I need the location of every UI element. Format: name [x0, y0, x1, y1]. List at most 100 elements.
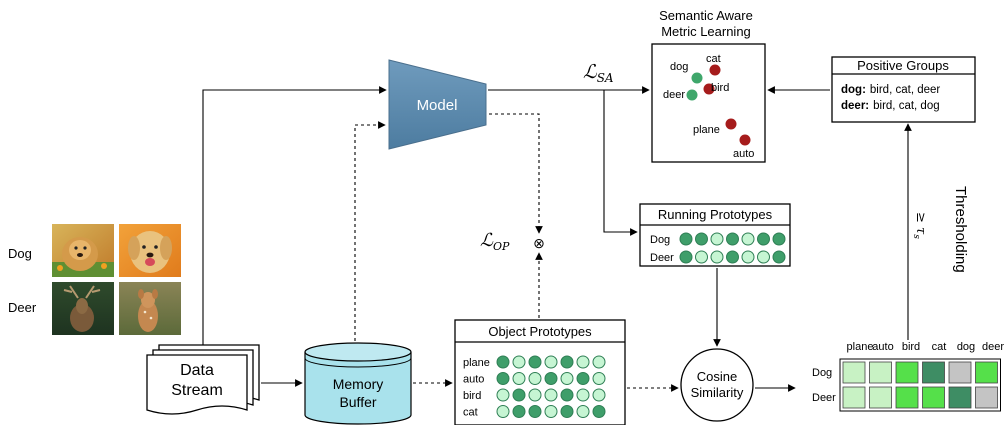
- sa-point-label-deer: deer: [663, 89, 685, 101]
- object-proto-cell-bird-2: [528, 388, 542, 402]
- dashed-connectors: [354, 113, 679, 392]
- matrix-cell-Dog-4: [948, 361, 972, 384]
- running-proto-cell-Dog-3: [726, 232, 739, 246]
- deer-image-1: [52, 282, 114, 335]
- dog-image-2: [119, 224, 181, 277]
- object-proto-cell-bird-5: [576, 388, 590, 402]
- object-proto-cell-cat-6: [592, 405, 606, 418]
- sa-title-line1: Semantic Aware: [659, 8, 753, 23]
- positive-group-row-dog: dog:bird, cat, deer: [841, 84, 940, 96]
- deer-image-2: [119, 282, 181, 335]
- object-proto-cell-plane-6: [592, 355, 606, 369]
- cosine-line2: Similarity: [691, 385, 744, 400]
- sa-point-label-cat: cat: [706, 53, 721, 65]
- running-proto-cell-Deer-5: [757, 250, 770, 264]
- loss-sa-subscript: SA: [597, 71, 614, 85]
- object-proto-cell-cat-4: [560, 405, 574, 418]
- loss-op: ℒOP: [480, 230, 510, 253]
- data-stream-line2: Stream: [171, 382, 223, 399]
- positive-group-key-deer: deer:: [841, 100, 869, 112]
- model-label: Model: [417, 97, 458, 114]
- matrix-cell-Dog-3: [922, 361, 945, 384]
- object-proto-cell-cat-2: [528, 405, 542, 418]
- matrix-cell-Deer-2: [895, 386, 919, 409]
- matrix-cell-Deer-0: [842, 386, 866, 409]
- running-proto-cell-Deer-3: [726, 250, 739, 264]
- matrix-col-deer: deer: [982, 341, 1004, 353]
- threshold-symbol-main: ≥ τ: [913, 212, 928, 235]
- matrix-cell-Deer-5: [975, 386, 998, 409]
- running-proto-cell-Dog-6: [772, 232, 786, 246]
- object-proto-label-plane: plane: [463, 357, 490, 369]
- running-prototypes-title: Running Prototypes: [658, 207, 773, 222]
- running-proto-cell-Deer-2: [710, 250, 724, 264]
- object-proto-label-cat: cat: [463, 407, 478, 419]
- matrix-row-Dog: Dog: [812, 367, 832, 379]
- object-proto-cell-bird-0: [496, 388, 510, 402]
- object-proto-cell-plane-0: [496, 355, 510, 369]
- sa-point-label-plane: plane: [693, 124, 720, 136]
- cosine-line1: Cosine: [697, 369, 737, 384]
- object-proto-cell-plane-2: [528, 355, 542, 369]
- dog-label: Dog: [8, 246, 32, 261]
- matrix-cell-Dog-1: [869, 361, 892, 384]
- running-proto-cell-Deer-4: [741, 250, 755, 264]
- object-proto-cell-auto-2: [528, 372, 542, 385]
- sa-point-plane: [725, 118, 737, 130]
- matrix-row-Deer: Deer: [812, 392, 836, 404]
- loss-sa-symbol: ℒ: [583, 61, 598, 83]
- running-proto-cell-Deer-1: [695, 250, 708, 264]
- threshold-symbol: ≥ τs: [911, 212, 928, 239]
- matrix-cell-Dog-2: [895, 361, 919, 384]
- matrix-cell-Deer-1: [869, 386, 892, 409]
- running-proto-cell-Dog-5: [757, 232, 770, 246]
- object-proto-cell-cat-0: [496, 405, 510, 418]
- loss-sa: ℒSA: [583, 61, 614, 85]
- running-proto-cell-Dog-4: [741, 232, 755, 246]
- memory-buffer-line2: Buffer: [339, 394, 376, 410]
- object-proto-cell-bird-4: [560, 388, 574, 402]
- matrix-col-cat: cat: [932, 341, 947, 353]
- object-proto-cell-plane-4: [560, 355, 574, 369]
- object-proto-cell-auto-1: [512, 372, 526, 385]
- matrix-col-dog: dog: [957, 341, 975, 353]
- sa-point-auto: [739, 134, 751, 146]
- loss-op-subscript: OP: [493, 240, 510, 253]
- object-proto-cell-bird-1: [512, 388, 526, 402]
- matrix-col-bird: bird: [902, 341, 920, 353]
- object-proto-cell-bird-6: [592, 388, 606, 402]
- positive-group-value-dog: bird, cat, deer: [870, 84, 940, 96]
- data-stream-line1: Data: [180, 362, 214, 379]
- object-proto-cell-auto-5: [576, 372, 590, 385]
- object-proto-cell-auto-0: [496, 372, 510, 385]
- positive-group-value-deer: bird, cat, dog: [873, 100, 939, 112]
- memory-buffer: Memory Buffer: [304, 342, 412, 425]
- op-tensor-symbol: ⊗: [533, 235, 545, 251]
- memory-buffer-line1: Memory: [333, 376, 384, 392]
- dog-image-1: [52, 224, 114, 277]
- object-proto-cell-bird-3: [544, 388, 558, 402]
- sa-point-label-auto: auto: [733, 148, 754, 160]
- positive-group-row-deer: deer: bird, cat, dog: [841, 100, 940, 112]
- matrix-cell-Dog-0: [842, 361, 866, 384]
- sa-point-bird: [703, 83, 715, 95]
- object-proto-cell-plane-1: [512, 355, 526, 369]
- matrix-cell-Deer-3: [922, 386, 945, 409]
- cosine-similarity-node: Cosine Similarity: [680, 348, 754, 422]
- object-proto-cell-auto-4: [560, 372, 574, 385]
- sa-point-dog: [691, 72, 703, 84]
- object-proto-cell-cat-1: [512, 405, 526, 418]
- positive-groups-title: Positive Groups: [857, 58, 949, 73]
- object-proto-cell-auto-6: [592, 372, 606, 385]
- running-proto-cell-Dog-0: [679, 232, 693, 246]
- positive-groups-box: Positive Groups dog:bird, cat, deer deer…: [831, 56, 976, 123]
- sa-point-deer: [686, 89, 698, 101]
- object-proto-cell-cat-3: [544, 405, 558, 418]
- object-proto-cell-plane-3: [544, 355, 558, 369]
- data-stream: Data Stream: [146, 344, 260, 415]
